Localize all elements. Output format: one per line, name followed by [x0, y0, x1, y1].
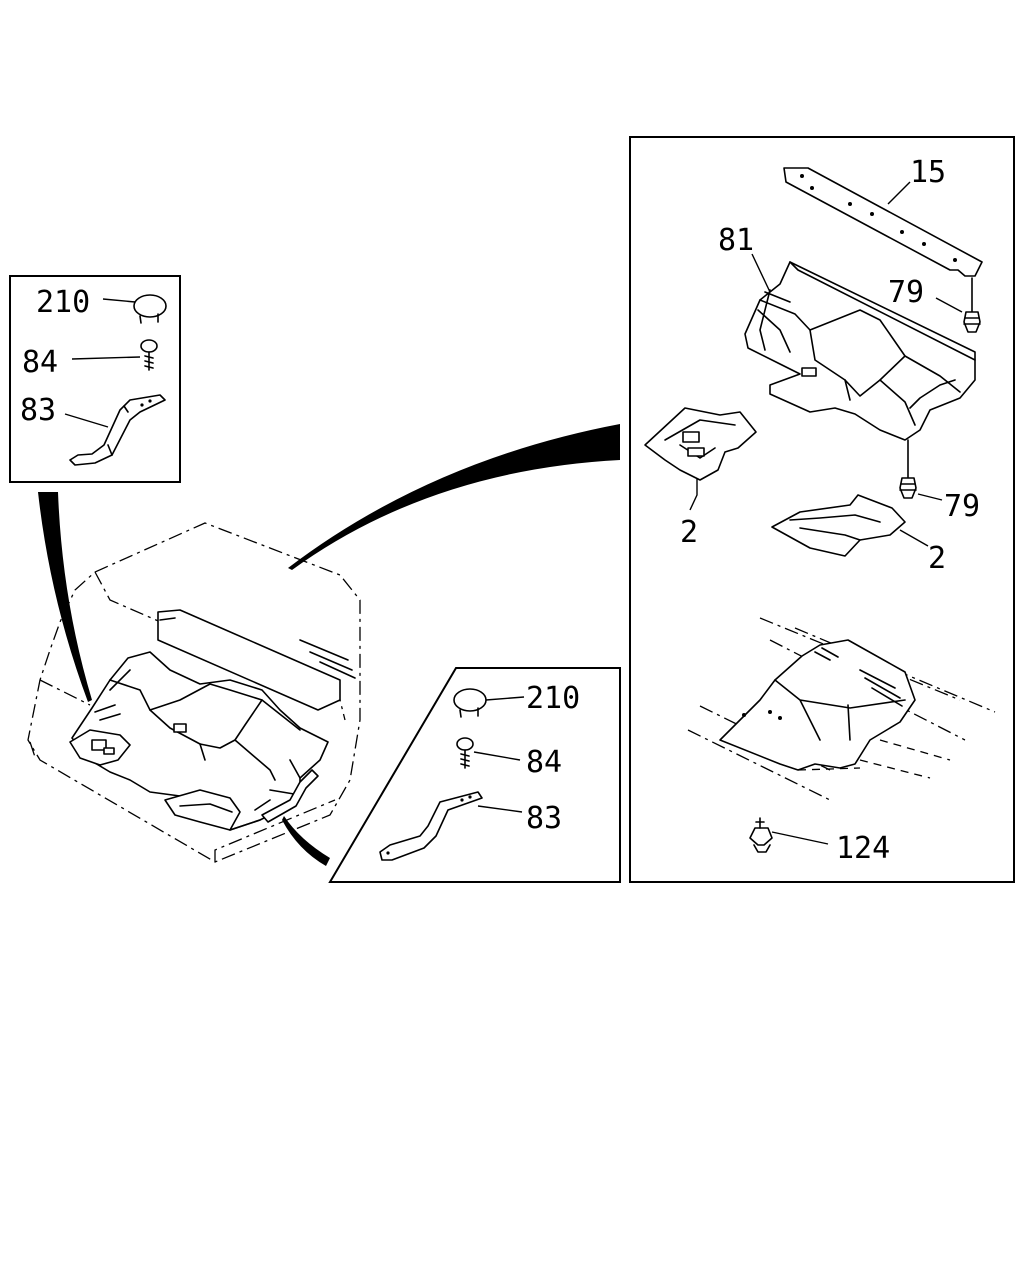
leader-83-bottom — [477, 805, 523, 813]
arrow-cab-to-bottom-box — [282, 816, 330, 866]
arrow-left-box-to-cab — [38, 492, 92, 702]
cover-81-icon — [744, 261, 976, 441]
left-box-frame — [9, 275, 181, 483]
cap-210-icon — [133, 294, 167, 324]
label-15: 15 — [910, 155, 946, 190]
leader-210-left — [102, 298, 136, 303]
label-83-left: 83 — [20, 393, 56, 428]
right-detail-box: 15 81 79 79 — [629, 136, 1015, 883]
plate-2-left-icon — [644, 407, 757, 481]
leader-2-right — [899, 529, 929, 547]
clip-79-top-icon — [963, 277, 981, 333]
label-2-left: 2 — [680, 515, 698, 550]
panel-15-icon — [783, 167, 983, 277]
screw-84-bottom-icon — [456, 737, 474, 769]
bottom-detail-box: 210 84 83 — [328, 667, 621, 883]
label-83-bottom: 83 — [526, 801, 562, 836]
clip-79-mid-icon — [899, 439, 917, 499]
floor-section-icon — [687, 617, 996, 801]
label-124: 124 — [836, 831, 890, 866]
bracket-83-icon — [69, 394, 166, 466]
label-84-left: 84 — [22, 345, 58, 380]
leader-83-left — [64, 413, 109, 428]
leader-124 — [771, 831, 829, 845]
cab-overview — [27, 522, 361, 863]
leader-81 — [751, 253, 771, 293]
leader-84-left — [71, 356, 141, 360]
bottom-box-frame — [328, 667, 621, 883]
leader-79-mid — [917, 493, 943, 501]
left-detail-box: 210 84 83 — [9, 275, 181, 483]
bracket-83-bottom-icon — [379, 791, 483, 861]
leader-84-bottom — [473, 751, 521, 761]
leader-79-top — [935, 297, 963, 313]
label-79-mid: 79 — [944, 489, 980, 524]
cap-210-bottom-icon — [453, 688, 487, 718]
label-79-top: 79 — [888, 275, 924, 310]
push-clip-124-icon — [749, 817, 773, 853]
leader-2-left — [689, 478, 698, 511]
arrow-cab-to-right-box — [288, 424, 620, 570]
leader-15 — [887, 181, 911, 205]
screw-84-icon — [140, 339, 158, 371]
label-84-bottom: 84 — [526, 745, 562, 780]
leader-210-bottom — [485, 696, 525, 701]
label-81: 81 — [718, 223, 754, 258]
plate-2-right-icon — [771, 494, 906, 557]
label-210-bottom: 210 — [526, 681, 580, 716]
right-box-frame — [629, 136, 1015, 883]
label-2-right: 2 — [928, 541, 946, 576]
label-210-left: 210 — [36, 285, 90, 320]
